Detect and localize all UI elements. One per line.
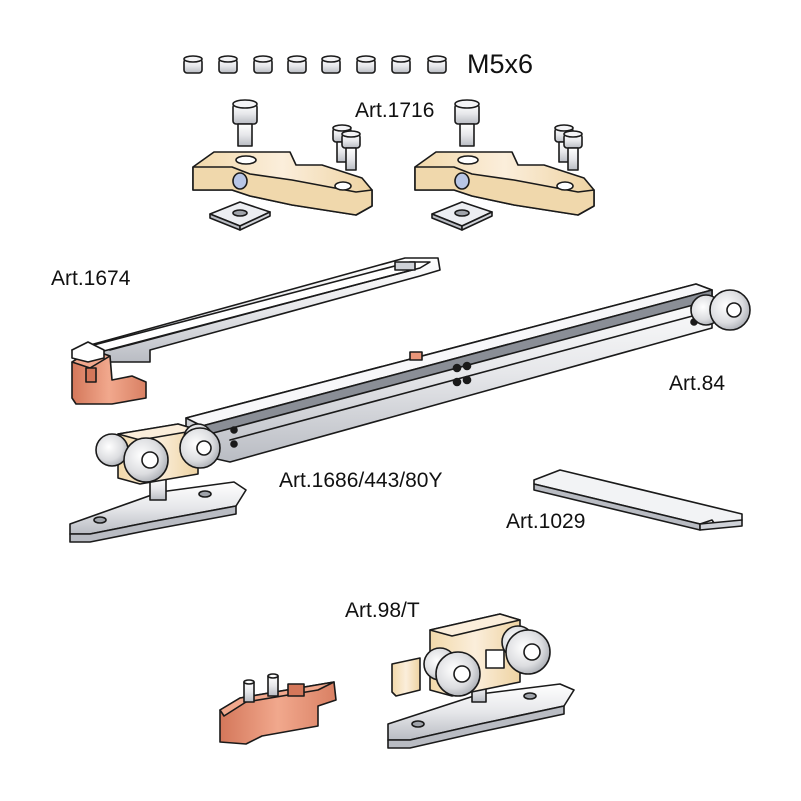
set-screw-icon: [391, 55, 411, 74]
set-screw-icon: [218, 55, 238, 74]
washer-plate-icon: [209, 201, 271, 231]
set-screw-icon: [321, 55, 341, 74]
set-screw-icon: [356, 55, 376, 74]
set-screw-icon: [253, 55, 273, 74]
flat-plate-icon: [533, 469, 743, 531]
set-screw-icon: [287, 55, 307, 74]
label-bracket: Art.1716: [355, 99, 435, 122]
set-screw-icon: [427, 55, 447, 74]
mounting-plate-icon: [387, 683, 575, 749]
label-plate: Art.1029: [506, 510, 586, 533]
label-trolley-set: Art.1686/443/80Y: [279, 469, 443, 492]
label-soft-close: Art.1674: [51, 267, 131, 290]
bolt-icon: [232, 99, 258, 147]
stopper-icon: [219, 673, 337, 745]
bracket-assembly-right: [414, 99, 595, 231]
set-screws-row: [183, 55, 447, 74]
bracket-assembly-left: [192, 99, 373, 231]
bracket-icon: [192, 151, 373, 216]
label-trolley-single: Art.98/T: [345, 599, 420, 622]
label-track: Art.84: [669, 372, 726, 395]
trolley-set-icon: [69, 423, 247, 543]
label-screws: M5x6: [467, 49, 534, 79]
rail-track-icon: [185, 283, 751, 463]
bolt-icon: [554, 124, 583, 171]
mounting-plate-icon: [69, 481, 247, 543]
trolley-single-icon: [387, 613, 575, 749]
bolt-icon: [332, 124, 361, 171]
washer-plate-icon: [431, 201, 493, 231]
soft-close-mechanism-icon: [71, 257, 441, 405]
bolt-icon: [454, 99, 480, 147]
set-screw-icon: [183, 55, 203, 74]
bracket-icon: [414, 151, 595, 216]
